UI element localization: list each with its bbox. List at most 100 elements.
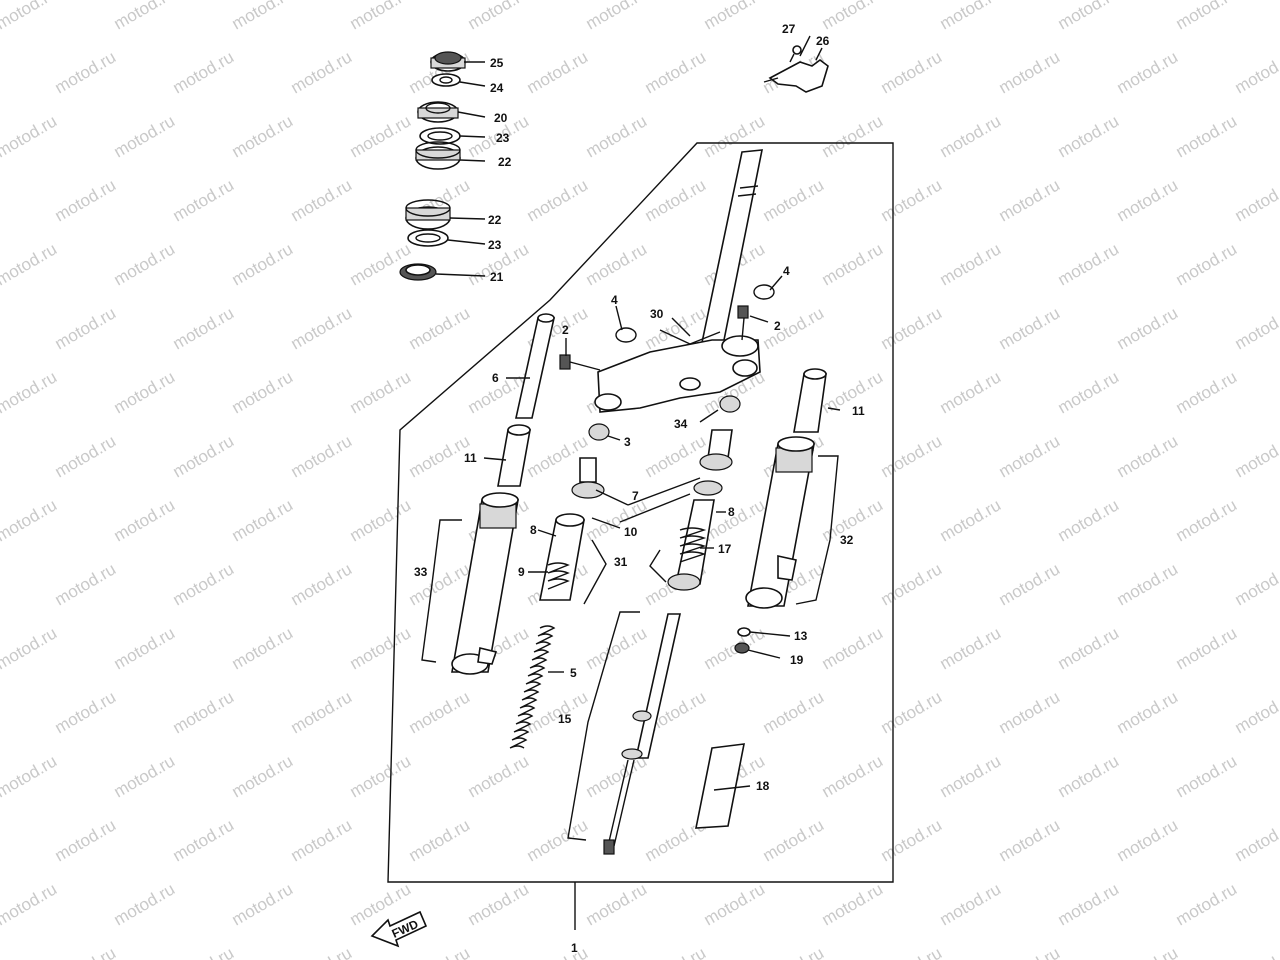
- watermark-text: motod.ru: [288, 175, 356, 225]
- part-9-spring-left: [547, 562, 570, 590]
- watermark-text: motod.ru: [0, 687, 1, 737]
- watermark-text: motod.ru: [229, 751, 297, 801]
- callout-32: 32: [840, 533, 854, 547]
- watermark-text: motod.ru: [583, 111, 651, 161]
- callout-labels: 25 24 20 23 22 22 23 21 27 26 4 4 30 2 2…: [414, 22, 865, 793]
- watermark-text: motod.ru: [878, 559, 946, 609]
- watermark-text: motod.ru: [878, 175, 946, 225]
- part-4-circlip-left: [615, 327, 637, 343]
- watermark-text: motod.ru: [583, 623, 651, 673]
- watermark-text: motod.ru: [819, 0, 887, 33]
- watermark-text: motod.ru: [701, 623, 769, 673]
- part-19-drain-bolt: [734, 642, 750, 654]
- part-26-bracket: [763, 59, 829, 93]
- watermark-text: motod.ru: [760, 687, 828, 737]
- part-8-damper-left: [539, 513, 585, 601]
- watermark-text: motod.ru: [1173, 751, 1241, 801]
- watermark-text: motod.ru: [347, 111, 415, 161]
- watermark-text: motod.ru: [878, 943, 946, 960]
- watermark-text: motod.ru: [642, 175, 710, 225]
- watermark-text: motod.ru: [1114, 47, 1182, 97]
- callout-3: 3: [624, 435, 631, 449]
- callout-31: 31: [614, 555, 628, 569]
- watermark-text: motod.ru: [1173, 495, 1241, 545]
- watermark-text: motod.ru: [819, 751, 887, 801]
- part-2-bolt-left: [559, 354, 601, 371]
- watermark-text: motod.ru: [0, 623, 60, 673]
- watermark-text: motod.ru: [288, 303, 356, 353]
- watermark-text: motod.ru: [1232, 303, 1280, 353]
- watermark-text: motod.ru: [52, 815, 120, 865]
- part-34-oil-seal-right: [719, 395, 741, 413]
- watermark-text: motod.ru: [406, 943, 474, 960]
- watermark-text: motod.ru: [0, 47, 1, 97]
- part-5-fork-spring: [509, 625, 556, 749]
- watermark-text: motod.ru: [937, 239, 1005, 289]
- watermark-text: motod.ru: [406, 431, 474, 481]
- callout-33: 33: [414, 565, 428, 579]
- watermark-text: motod.ru: [642, 943, 710, 960]
- watermark-text: motod.ru: [229, 111, 297, 161]
- watermark-text: motod.ru: [878, 431, 946, 481]
- watermark-text: motod.ru: [1232, 175, 1280, 225]
- watermark-text: motod.ru: [465, 0, 533, 33]
- part-17-spring-right: [667, 527, 707, 591]
- watermark-text: motod.ru: [0, 431, 1, 481]
- watermark-text: motod.ru: [996, 431, 1064, 481]
- watermark-text: motod.ru: [111, 751, 179, 801]
- watermark-text: motod.ru: [819, 111, 887, 161]
- watermark-text: motod.ru: [1232, 559, 1280, 609]
- fwd-direction-arrow: FWD: [370, 910, 428, 948]
- watermark-text: motod.ru: [52, 175, 120, 225]
- watermark-text: motod.ru: [1055, 367, 1123, 417]
- part-13-washer: [737, 627, 751, 637]
- watermark-text: motod.ru: [819, 239, 887, 289]
- watermark-text: motod.ru: [170, 431, 238, 481]
- watermark-text: motod.ru: [0, 815, 1, 865]
- part-7-guide-left: [571, 457, 605, 499]
- callout-25: 25: [490, 56, 504, 70]
- watermark-text: motod.ru: [52, 943, 120, 960]
- watermark-text: motod.ru: [1055, 239, 1123, 289]
- watermark-text: motod.ru: [760, 943, 828, 960]
- watermark-text: motod.ru: [465, 879, 533, 929]
- callout-7: 7: [632, 489, 639, 503]
- watermark-text: motod.ru: [111, 623, 179, 673]
- watermark-text: motod.ru: [288, 815, 356, 865]
- part-3-oil-seal-left: [588, 423, 610, 441]
- watermark-text: motod.ru: [0, 239, 60, 289]
- bottom-reference-label: 1: [571, 941, 578, 955]
- watermark-text: motod.ru: [583, 751, 651, 801]
- watermark-text: motod.ru: [1114, 303, 1182, 353]
- callout-11-left: 11: [464, 451, 477, 465]
- callout-4-right: 4: [783, 264, 790, 278]
- watermark-text: motod.ru: [170, 687, 238, 737]
- watermark-text: motod.ru: [1173, 879, 1241, 929]
- watermark-text: motod.ru: [1055, 623, 1123, 673]
- watermark-text: motod.ru: [819, 623, 887, 673]
- watermark-text: motod.ru: [406, 815, 474, 865]
- callout-10: 10: [624, 525, 638, 539]
- watermark-text: motod.ru: [229, 623, 297, 673]
- watermark-text: motod.ru: [0, 111, 60, 161]
- watermark-text: motod.ru: [111, 239, 179, 289]
- watermark-text: motod.ru: [347, 0, 415, 33]
- watermark-text: motod.ru: [524, 47, 592, 97]
- watermark-text: motod.ru: [524, 815, 592, 865]
- watermark-text: motod.ru: [937, 367, 1005, 417]
- watermark-text: motod.ru: [583, 0, 651, 33]
- watermark-text: motod.ru: [52, 431, 120, 481]
- callout-34: 34: [674, 417, 688, 431]
- watermark-text: motod.ru: [760, 303, 828, 353]
- watermark-text: motod.ru: [229, 0, 297, 33]
- callout-22-upper: 22: [498, 155, 512, 169]
- callout-19: 19: [790, 653, 804, 667]
- callout-4-left: 4: [611, 293, 618, 307]
- fwd-label: FWD: [390, 917, 421, 941]
- watermark-text: motod.ru: [878, 687, 946, 737]
- part-25-ring-nut: [430, 51, 466, 72]
- part-27-bolt: [789, 45, 802, 63]
- watermark-text: motod.ru: [52, 303, 120, 353]
- part-4-circlip-right: [753, 284, 775, 300]
